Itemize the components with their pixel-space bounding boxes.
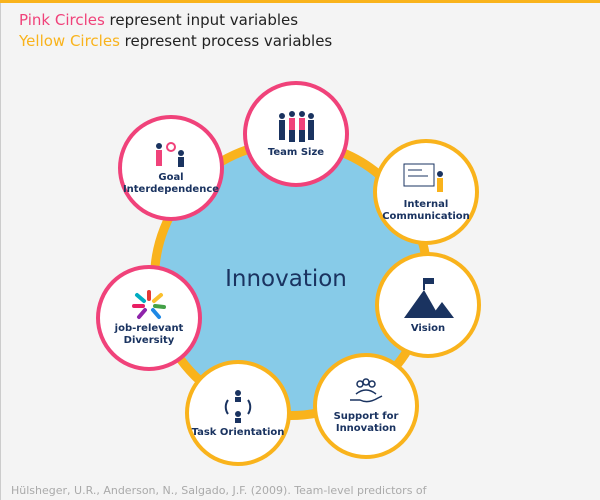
top-accent-bar	[0, 0, 600, 3]
node-label: Goal Interdependence	[122, 171, 220, 195]
citation: Hülsheger, U.R., Anderson, N., Salgado, …	[11, 484, 427, 497]
node-label: job-relevant Diversity	[114, 322, 184, 346]
node-label: Task Orientation	[191, 426, 285, 438]
legend: Pink Circles represent input variables Y…	[19, 10, 332, 52]
node-label: Vision	[410, 322, 446, 334]
legend-yellow-term: Yellow Circles	[19, 32, 120, 50]
goal-people-icon	[156, 141, 184, 167]
legend-pink-text: represent input variables	[104, 11, 299, 29]
team-circle-icon	[224, 389, 252, 423]
node-label: Internal Communication	[382, 198, 470, 222]
team-people-icon	[279, 110, 314, 142]
node-support-for-innovation: Support for Innovation	[313, 353, 419, 459]
node-label: Team Size	[267, 146, 325, 158]
legend-pink-term: Pink Circles	[19, 11, 105, 29]
legend-yellow-text: represent process variables	[119, 32, 333, 50]
communication-board-icon	[403, 163, 443, 192]
mountain-flag-icon	[404, 277, 454, 318]
node-job-relevant-diversity: job-relevant Diversity	[96, 265, 202, 371]
node-goal-interdependence: Goal Interdependence	[118, 115, 224, 221]
hand-support-icon	[350, 377, 383, 402]
node-task-orientation: Task Orientation	[185, 360, 291, 466]
node-vision: Vision	[375, 252, 481, 358]
node-team-size: Team Size	[243, 81, 349, 187]
node-internal-communication: Internal Communication	[373, 139, 479, 245]
node-label: Support for Innovation	[333, 410, 399, 434]
innovation-label: Innovation	[225, 266, 347, 292]
left-border	[0, 3, 1, 500]
diversity-hands-icon	[132, 289, 166, 319]
